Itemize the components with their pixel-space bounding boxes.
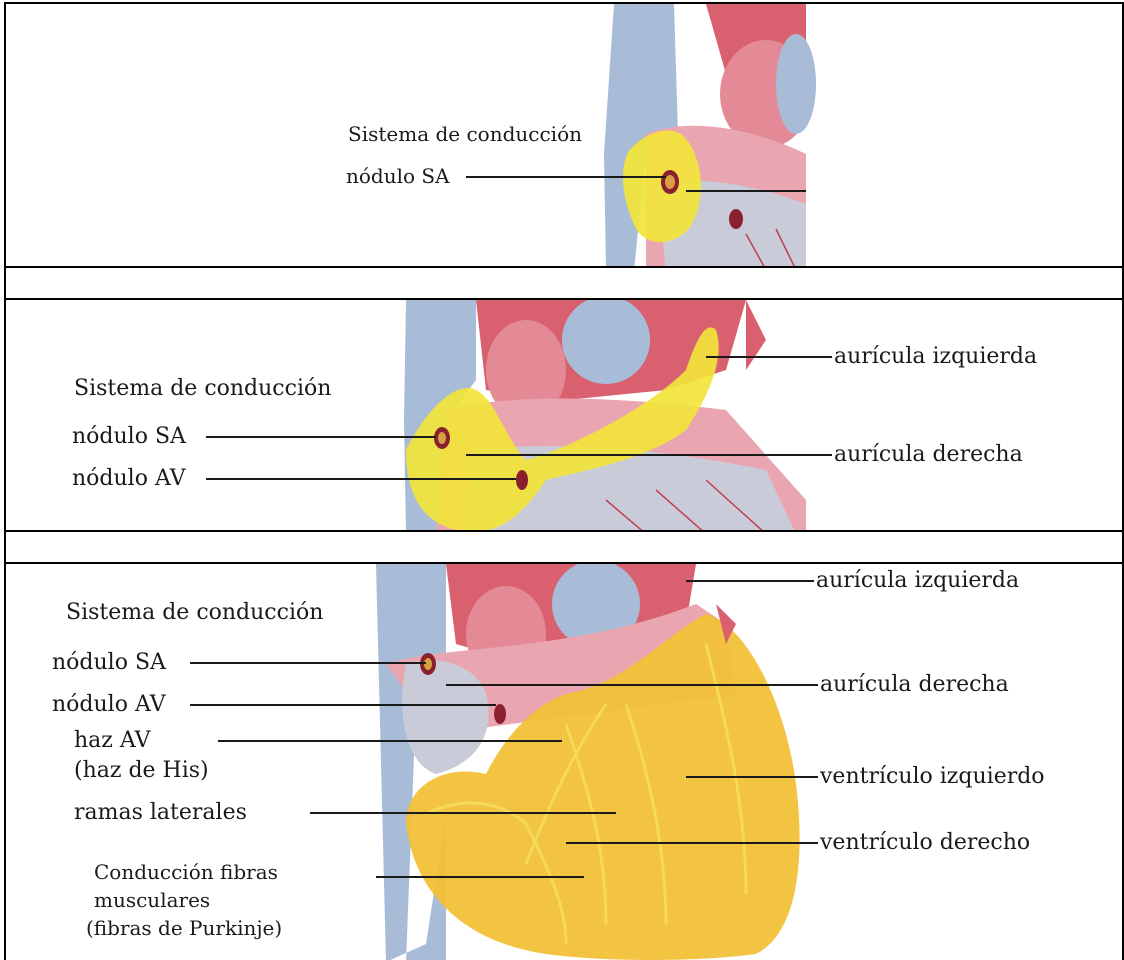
leader-right-ventricle	[566, 842, 818, 844]
leader-bundle-branches	[310, 812, 616, 814]
leader-right-atrium	[446, 684, 818, 686]
panel-3: Sistema de conducción nódulo SA nódulo A…	[4, 562, 1124, 960]
label-av-node: nódulo AV	[52, 692, 166, 718]
panel-1: Sistema de conducción nódulo SA	[4, 2, 1124, 268]
label-sa-node: nódulo SA	[52, 650, 166, 676]
panel-2: Sistema de conducción nódulo SA nódulo A…	[4, 298, 1124, 532]
label-left-atrium: aurícula izquierda	[816, 568, 1019, 594]
label-left-ventricle: ventrículo izquierdo	[820, 764, 1045, 790]
spacer-1	[4, 268, 1124, 300]
leader-sa-node	[466, 176, 666, 178]
label-purkinje-2: musculares	[94, 888, 210, 912]
label-av-node: nódulo AV	[72, 466, 186, 492]
label-conduction-system: Sistema de conducción	[74, 376, 331, 402]
label-left-atrium: aurícula izquierda	[834, 344, 1037, 370]
leader-his-bundle	[218, 740, 562, 742]
leader-sa-region	[686, 190, 806, 192]
leader-sa-node	[206, 436, 436, 438]
label-sa-node: nódulo SA	[346, 164, 450, 188]
leader-left-atrium	[686, 580, 814, 582]
spacer-2	[4, 532, 1124, 564]
label-conduction-system: Sistema de conducción	[348, 122, 582, 146]
label-sa-node: nódulo SA	[72, 424, 186, 450]
leader-av-node	[206, 478, 516, 480]
leader-left-ventricle	[686, 776, 818, 778]
leader-sa-node	[190, 662, 426, 664]
label-right-ventricle: ventrículo derecho	[820, 830, 1030, 856]
label-his-bundle-sub: (haz de His)	[74, 758, 209, 784]
label-purkinje-1: Conducción fibras	[94, 860, 278, 884]
label-right-atrium: aurícula derecha	[834, 442, 1023, 468]
leader-left-atrium	[706, 356, 832, 358]
leader-av-node	[190, 704, 496, 706]
heart-illustration-2	[6, 300, 1124, 532]
leader-purkinje	[376, 876, 584, 878]
label-his-bundle: haz AV	[74, 728, 151, 754]
label-right-atrium: aurícula derecha	[820, 672, 1009, 698]
label-purkinje-3: (fibras de Purkinje)	[86, 916, 282, 940]
leader-right-atrium	[466, 454, 832, 456]
label-conduction-system: Sistema de conducción	[66, 600, 323, 626]
label-bundle-branches: ramas laterales	[74, 800, 247, 826]
